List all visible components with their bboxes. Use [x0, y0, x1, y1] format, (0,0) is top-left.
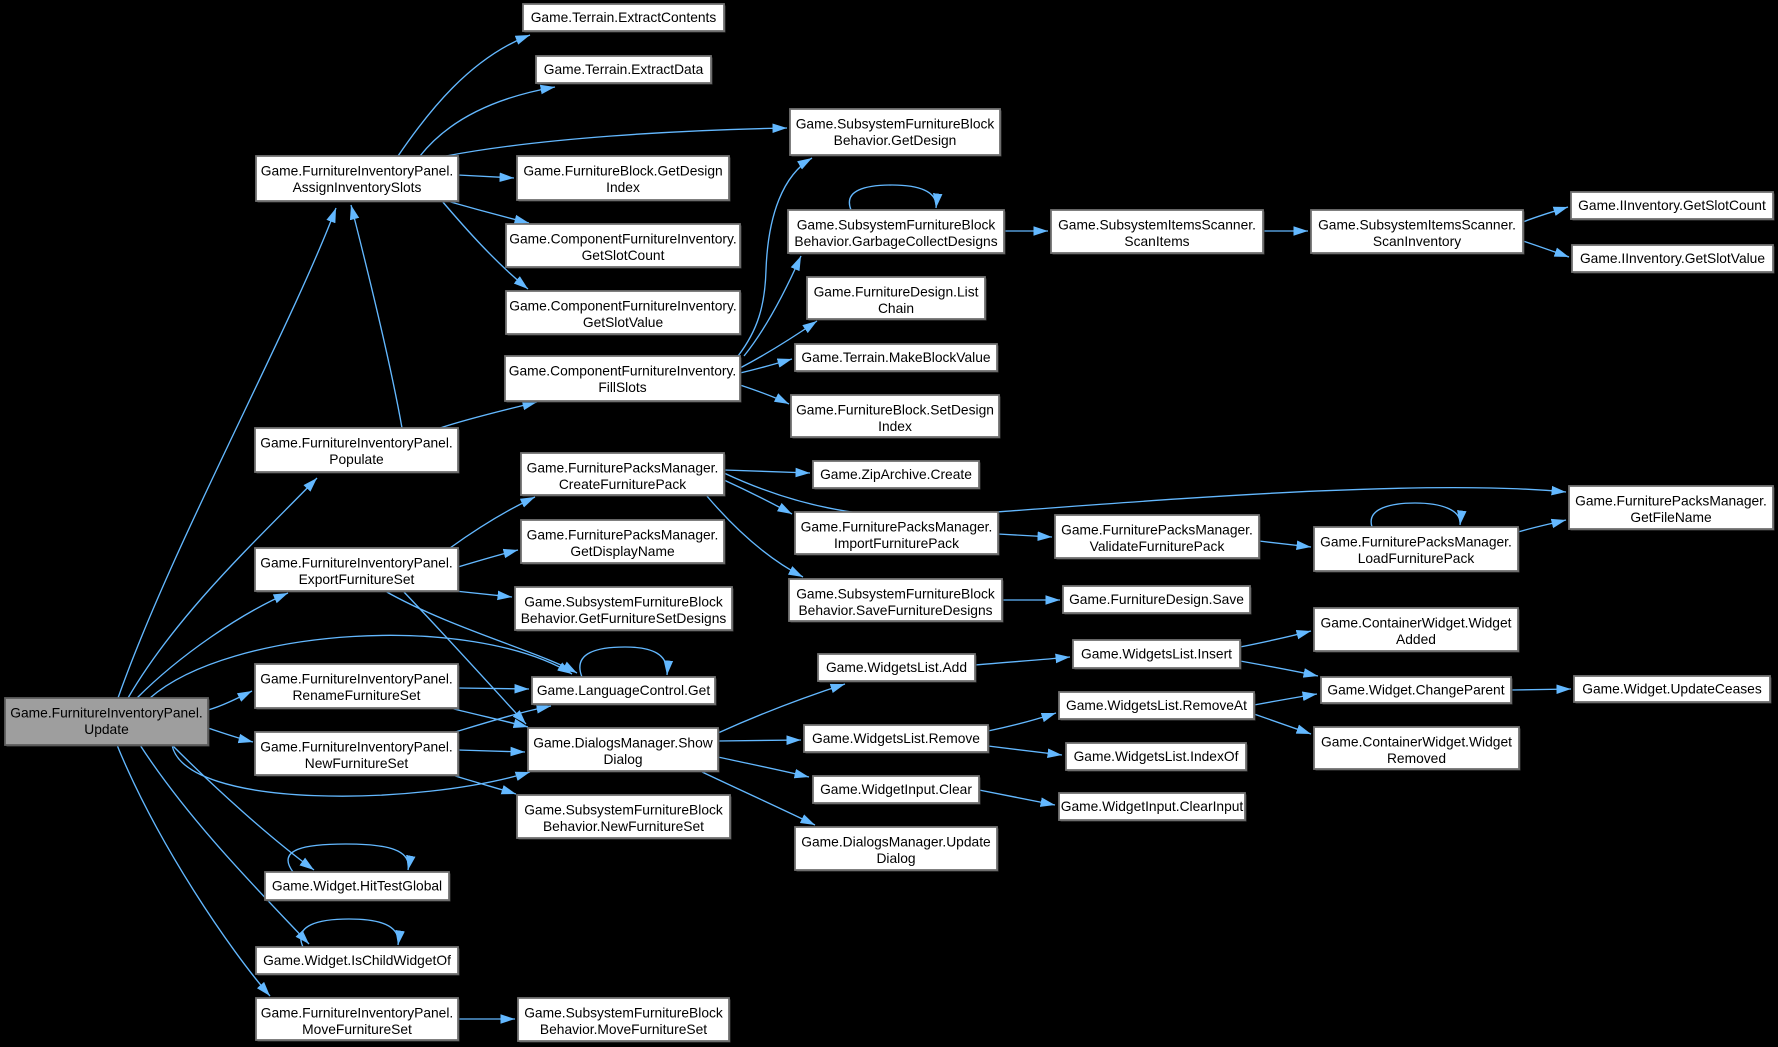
- svg-text:Game.ComponentFurnitureInvento: Game.ComponentFurnitureInventory.: [509, 364, 737, 379]
- svg-text:Index: Index: [606, 180, 640, 195]
- svg-text:Game.FurnitureDesign.Save: Game.FurnitureDesign.Save: [1069, 592, 1244, 607]
- svg-text:Game.DialogsManager.Show: Game.DialogsManager.Show: [533, 736, 712, 751]
- svg-text:Game.SubsystemItemsScanner.: Game.SubsystemItemsScanner.: [1318, 218, 1516, 233]
- svg-text:Game.FurnitureInventoryPanel.: Game.FurnitureInventoryPanel.: [260, 436, 452, 451]
- svg-text:Game.FurnitureInventoryPanel.: Game.FurnitureInventoryPanel.: [260, 556, 452, 571]
- svg-text:Populate: Populate: [329, 452, 384, 467]
- svg-text:GetFileName: GetFileName: [1630, 510, 1712, 525]
- svg-text:CreateFurniturePack: CreateFurniturePack: [559, 477, 686, 492]
- svg-text:RenameFurnitureSet: RenameFurnitureSet: [292, 688, 420, 703]
- svg-text:Game.WidgetsList.IndexOf: Game.WidgetsList.IndexOf: [1074, 749, 1239, 764]
- svg-text:Game.SubsystemFurnitureBlock: Game.SubsystemFurnitureBlock: [796, 117, 995, 132]
- svg-text:Behavior.SaveFurnitureDesigns: Behavior.SaveFurnitureDesigns: [798, 603, 992, 618]
- svg-text:LoadFurniturePack: LoadFurniturePack: [1358, 551, 1475, 566]
- svg-text:MoveFurnitureSet: MoveFurnitureSet: [302, 1022, 412, 1037]
- svg-text:Game.FurnitureDesign.List: Game.FurnitureDesign.List: [814, 285, 979, 300]
- svg-text:ScanInventory: ScanInventory: [1373, 234, 1461, 249]
- svg-text:Game.WidgetsList.Add: Game.WidgetsList.Add: [826, 660, 967, 675]
- svg-text:Game.Widget.ChangeParent: Game.Widget.ChangeParent: [1327, 682, 1504, 697]
- svg-text:Game.FurnitureInventoryPanel.: Game.FurnitureInventoryPanel.: [261, 164, 453, 179]
- svg-text:Game.FurniturePacksManager.: Game.FurniturePacksManager.: [1575, 494, 1767, 509]
- svg-text:Game.ComponentFurnitureInvento: Game.ComponentFurnitureInventory.: [509, 299, 737, 314]
- svg-text:Game.FurnitureBlock.GetDesign: Game.FurnitureBlock.GetDesign: [523, 164, 722, 179]
- svg-text:Behavior.NewFurnitureSet: Behavior.NewFurnitureSet: [543, 819, 704, 834]
- svg-text:AssignInventorySlots: AssignInventorySlots: [293, 180, 422, 195]
- svg-text:Removed: Removed: [1387, 751, 1446, 766]
- svg-text:Game.ContainerWidget.Widget: Game.ContainerWidget.Widget: [1321, 616, 1512, 631]
- svg-text:Game.SubsystemFurnitureBlock: Game.SubsystemFurnitureBlock: [524, 595, 723, 610]
- svg-text:Game.WidgetInput.ClearInput: Game.WidgetInput.ClearInput: [1061, 799, 1244, 814]
- svg-text:Behavior.GarbageCollectDesigns: Behavior.GarbageCollectDesigns: [794, 234, 997, 249]
- svg-text:Game.Terrain.ExtractData: Game.Terrain.ExtractData: [544, 62, 704, 77]
- svg-text:Game.FurnitureBlock.SetDesign: Game.FurnitureBlock.SetDesign: [796, 403, 994, 418]
- svg-text:ExportFurnitureSet: ExportFurnitureSet: [299, 572, 415, 587]
- svg-text:Dialog: Dialog: [876, 851, 915, 866]
- svg-text:Game.Widget.IsChildWidgetOf: Game.Widget.IsChildWidgetOf: [263, 953, 451, 968]
- svg-text:Game.FurnitureInventoryPanel.: Game.FurnitureInventoryPanel.: [260, 672, 452, 687]
- svg-text:Game.Widget.HitTestGlobal: Game.Widget.HitTestGlobal: [272, 878, 442, 893]
- svg-text:Game.SubsystemFurnitureBlock: Game.SubsystemFurnitureBlock: [524, 1006, 723, 1021]
- svg-text:Update: Update: [84, 722, 129, 737]
- svg-text:Game.ComponentFurnitureInvento: Game.ComponentFurnitureInventory.: [509, 232, 737, 247]
- svg-text:Game.FurniturePacksManager.: Game.FurniturePacksManager.: [801, 520, 993, 535]
- svg-text:Game.SubsystemItemsScanner.: Game.SubsystemItemsScanner.: [1058, 218, 1256, 233]
- svg-text:GetDisplayName: GetDisplayName: [570, 544, 675, 559]
- svg-text:Game.LanguageControl.Get: Game.LanguageControl.Get: [537, 683, 711, 698]
- svg-text:Game.WidgetsList.Insert: Game.WidgetsList.Insert: [1081, 646, 1232, 661]
- svg-text:Game.FurniturePacksManager.: Game.FurniturePacksManager.: [1061, 523, 1253, 538]
- svg-text:FillSlots: FillSlots: [598, 380, 646, 395]
- svg-text:Chain: Chain: [878, 301, 914, 316]
- svg-text:GetSlotValue: GetSlotValue: [583, 315, 664, 330]
- svg-text:Game.WidgetsList.RemoveAt: Game.WidgetsList.RemoveAt: [1066, 698, 1247, 713]
- svg-text:ValidateFurniturePack: ValidateFurniturePack: [1090, 539, 1225, 554]
- svg-text:Game.IInventory.GetSlotCount: Game.IInventory.GetSlotCount: [1578, 198, 1766, 213]
- svg-text:Game.FurnitureInventoryPanel.: Game.FurnitureInventoryPanel.: [10, 706, 202, 721]
- svg-text:ImportFurniturePack: ImportFurniturePack: [834, 536, 959, 551]
- svg-text:Game.IInventory.GetSlotValue: Game.IInventory.GetSlotValue: [1580, 251, 1765, 266]
- svg-text:Game.WidgetInput.Clear: Game.WidgetInput.Clear: [820, 782, 972, 797]
- svg-text:Index: Index: [878, 419, 912, 434]
- svg-text:Game.DialogsManager.Update: Game.DialogsManager.Update: [801, 835, 991, 850]
- svg-text:Game.Terrain.ExtractContents: Game.Terrain.ExtractContents: [531, 10, 717, 25]
- svg-text:Game.FurnitureInventoryPanel.: Game.FurnitureInventoryPanel.: [260, 740, 452, 755]
- svg-text:Game.WidgetsList.Remove: Game.WidgetsList.Remove: [812, 731, 980, 746]
- svg-text:Game.Widget.UpdateCeases: Game.Widget.UpdateCeases: [1582, 681, 1762, 696]
- svg-text:Behavior.GetDesign: Behavior.GetDesign: [834, 133, 957, 148]
- svg-text:Behavior.GetFurnitureSetDesign: Behavior.GetFurnitureSetDesigns: [521, 611, 727, 626]
- svg-text:Game.FurniturePacksManager.: Game.FurniturePacksManager.: [527, 461, 719, 476]
- svg-text:Game.FurniturePacksManager.: Game.FurniturePacksManager.: [527, 528, 719, 543]
- svg-text:GetSlotCount: GetSlotCount: [582, 248, 665, 263]
- svg-text:Game.ZipArchive.Create: Game.ZipArchive.Create: [820, 467, 972, 482]
- svg-text:Game.Terrain.MakeBlockValue: Game.Terrain.MakeBlockValue: [801, 350, 990, 365]
- svg-text:NewFurnitureSet: NewFurnitureSet: [305, 756, 409, 771]
- svg-text:Added: Added: [1396, 632, 1436, 647]
- svg-text:Game.FurnitureInventoryPanel.: Game.FurnitureInventoryPanel.: [261, 1006, 453, 1021]
- svg-text:ScanItems: ScanItems: [1124, 234, 1189, 249]
- svg-text:Behavior.MoveFurnitureSet: Behavior.MoveFurnitureSet: [540, 1022, 707, 1037]
- svg-text:Game.FurniturePacksManager.: Game.FurniturePacksManager.: [1320, 535, 1512, 550]
- svg-text:Game.SubsystemFurnitureBlock: Game.SubsystemFurnitureBlock: [797, 218, 996, 233]
- svg-text:Dialog: Dialog: [603, 752, 642, 767]
- svg-text:Game.ContainerWidget.Widget: Game.ContainerWidget.Widget: [1321, 735, 1512, 750]
- svg-text:Game.SubsystemFurnitureBlock: Game.SubsystemFurnitureBlock: [524, 803, 723, 818]
- svg-text:Game.SubsystemFurnitureBlock: Game.SubsystemFurnitureBlock: [796, 587, 995, 602]
